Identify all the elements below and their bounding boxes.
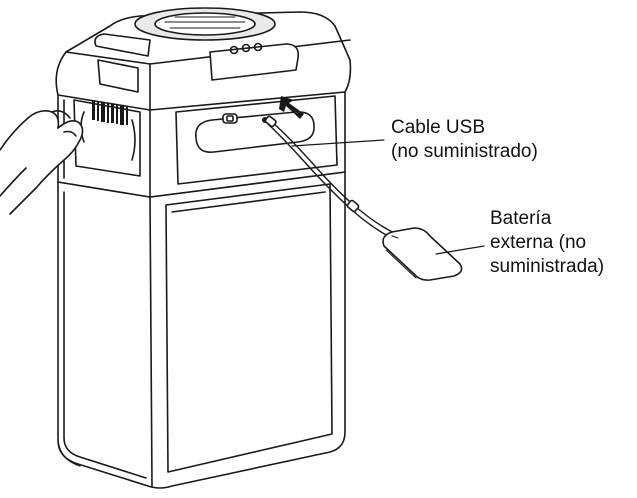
speaker-top-cap <box>55 7 352 111</box>
external-battery <box>382 227 463 281</box>
hand-illustration <box>0 110 84 215</box>
usb-cable-callout-line-2: (no suministrado) <box>391 141 538 162</box>
usb-cable-callout: Cable USB (no suministrado) <box>391 116 538 164</box>
barcode-label <box>92 92 128 125</box>
usb-cable <box>264 115 397 239</box>
speaker-lower-body <box>57 171 346 489</box>
speaker-base-edge <box>57 439 81 467</box>
usb-cable-leader-line <box>291 139 385 147</box>
battery-callout-line-1: Batería <box>490 208 552 229</box>
insert-arrow-icon <box>279 96 304 119</box>
battery-callout-line-2: externa (no <box>490 232 587 253</box>
usb-cable-callout-line-1: Cable USB <box>391 117 485 138</box>
usb-port-area <box>222 113 268 124</box>
battery-callout-line-3: suministrada) <box>490 256 605 277</box>
battery-leader-line <box>435 245 485 255</box>
battery-callout: Batería externa (no suministrada) <box>490 207 604 279</box>
